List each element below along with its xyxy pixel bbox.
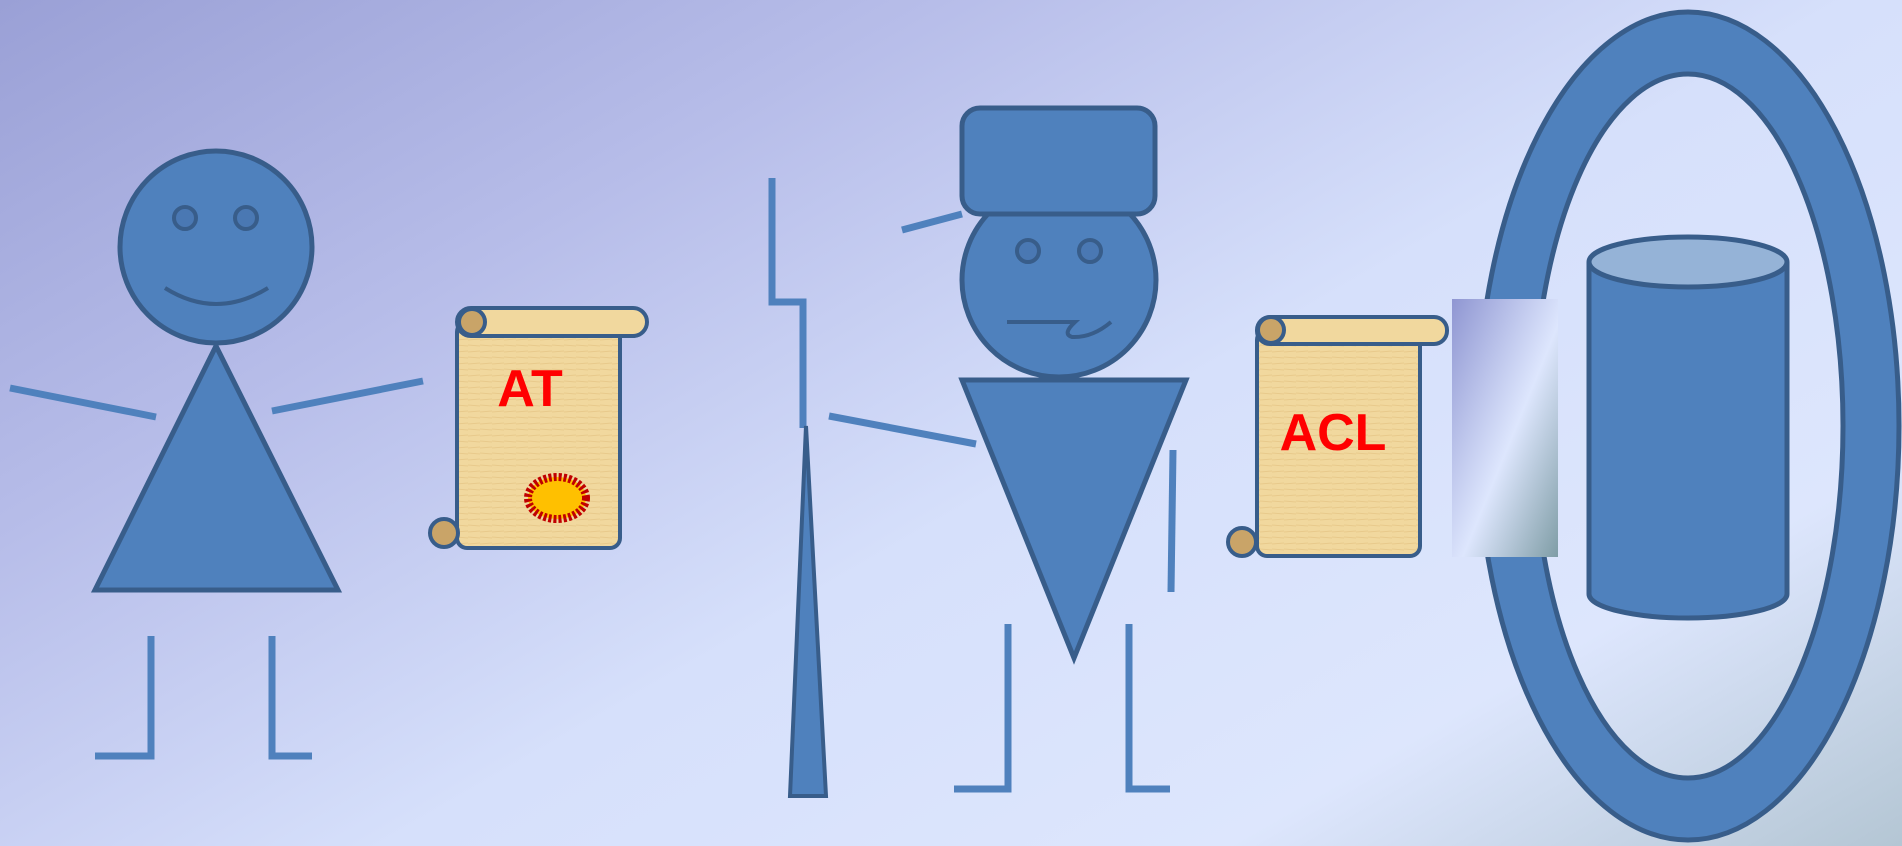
user-leg-right xyxy=(272,636,312,756)
acl-scroll: ACL xyxy=(1228,317,1447,556)
spear-blade xyxy=(790,426,826,796)
spear xyxy=(772,178,826,796)
guard-eye-right xyxy=(1079,240,1101,262)
seal-icon xyxy=(528,477,586,519)
spear-shaft xyxy=(772,178,803,428)
scroll-left-bottom-curl xyxy=(430,519,458,547)
guard-figure xyxy=(829,108,1186,789)
user-figure xyxy=(10,151,423,756)
cylinder-top xyxy=(1589,237,1787,287)
guard-hat xyxy=(962,108,1155,214)
user-leg-left xyxy=(95,636,151,756)
guard-leg-right xyxy=(1129,624,1170,789)
gradient-block xyxy=(1452,299,1558,557)
cylinder-body xyxy=(1589,262,1787,618)
guard-eye-left xyxy=(1017,240,1039,262)
guard-arm-left xyxy=(829,416,976,444)
user-arm-left xyxy=(10,388,156,417)
user-eye-right xyxy=(235,207,257,229)
user-head xyxy=(120,151,312,343)
user-eye-left xyxy=(174,207,196,229)
guard-hat-brim xyxy=(902,214,962,230)
guard-leg-left xyxy=(954,624,1008,789)
guard-arm-right xyxy=(1171,450,1173,592)
scroll-right-top-curl xyxy=(1258,317,1284,343)
database-cylinder-icon xyxy=(1589,237,1787,618)
access-token-scroll: AT xyxy=(430,308,647,548)
user-body xyxy=(95,346,338,590)
scroll-left-label: AT xyxy=(497,360,563,418)
scroll-right-bottom-curl xyxy=(1228,528,1256,556)
user-arm-right xyxy=(272,381,423,411)
scroll-right-label: ACL xyxy=(1280,404,1387,462)
guard-body xyxy=(962,380,1186,658)
scroll-left-top-curl xyxy=(459,309,485,335)
